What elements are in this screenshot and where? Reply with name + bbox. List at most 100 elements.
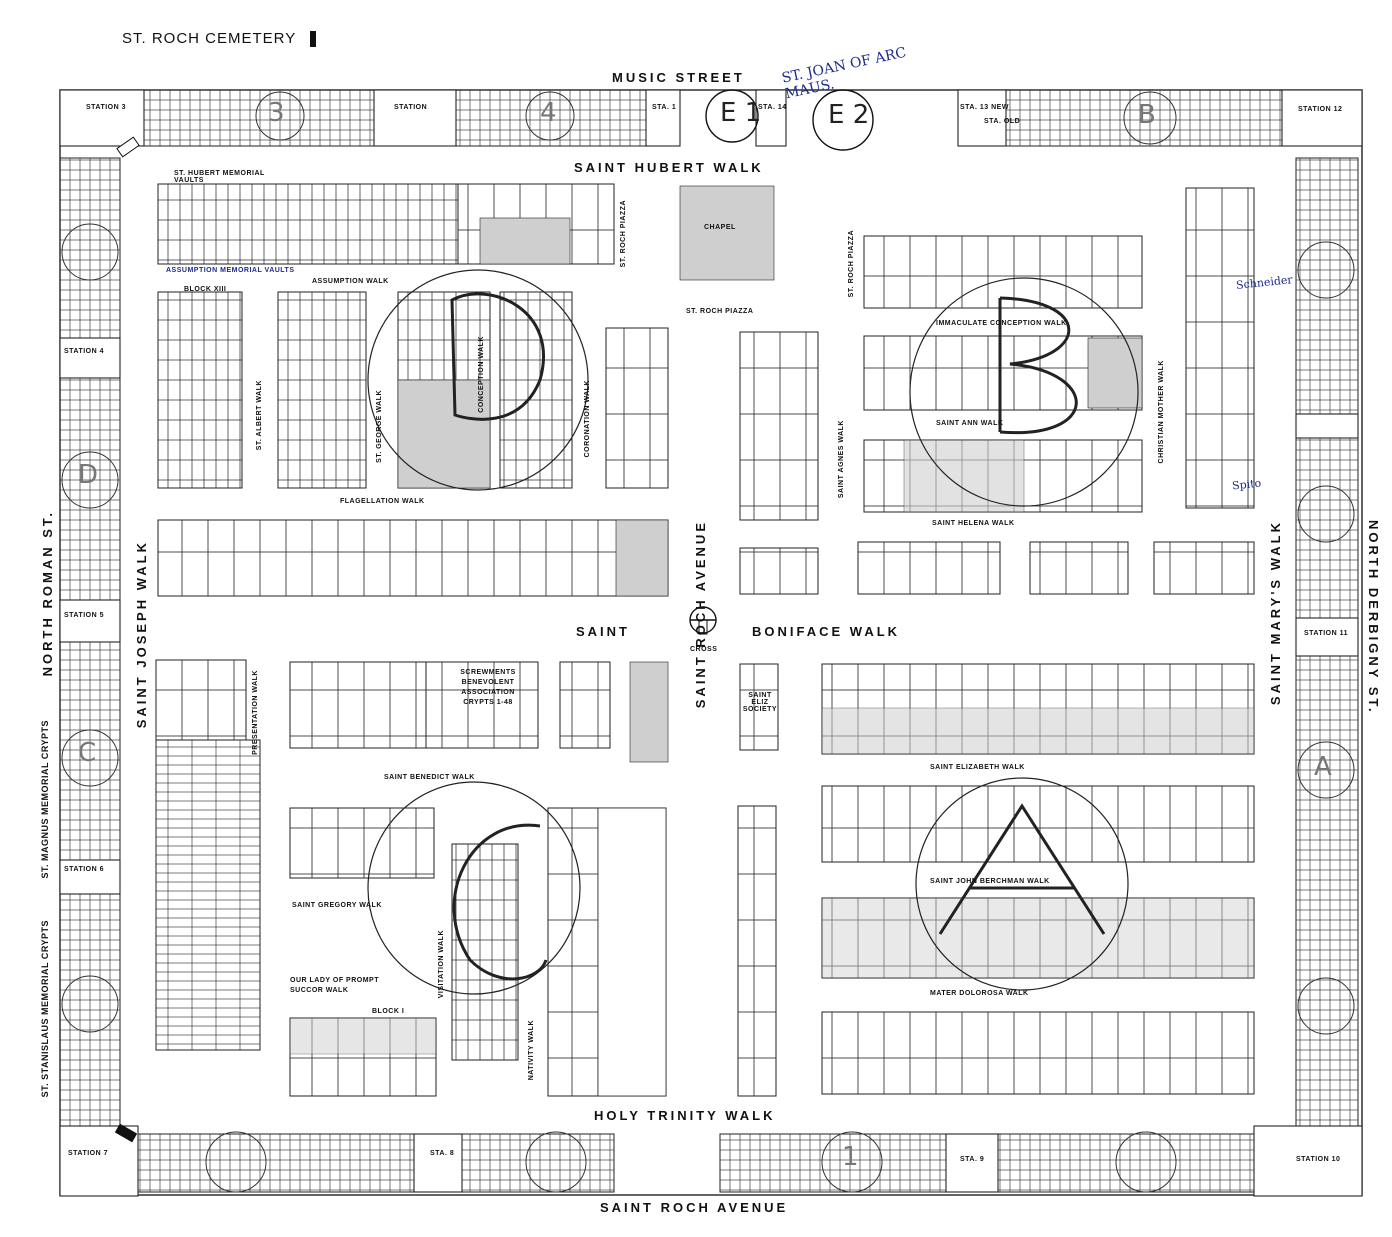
marker-circle-east-2 [1297, 485, 1355, 543]
saint-elizabeth-walk-label: SAINT ELIZABETH WALK [930, 764, 1025, 771]
marker-e2: E 2 [828, 100, 870, 130]
flagellation-walk-label: FLAGELLATION WALK [340, 498, 425, 505]
conception-walk-label: CONCEPTION WALK [478, 336, 485, 413]
marker-circle-south-3 [821, 1131, 883, 1193]
chapel-building [679, 185, 775, 281]
saint-marys-walk-label: SAINT MARY'S WALK [1268, 520, 1283, 706]
assumption-vaults-label: ASSUMPTION MEMORIAL VAULTS [166, 267, 295, 274]
st-albert-walk-label: ST. ALBERT WALK [256, 380, 263, 451]
elizabeth-society-label: SAINT ELIZ SOCIETY [742, 692, 778, 713]
station-6-label: STATION 6 [64, 866, 105, 873]
block-center-2 [739, 547, 819, 595]
station-14-label: STA. 14 [758, 104, 787, 111]
station-4-label: STATION 4 [64, 348, 105, 355]
marker-circle-east-3 [1297, 741, 1355, 799]
station-old-label: STA. OLD [984, 118, 1021, 125]
north-wall-vaults-3 [1005, 89, 1283, 147]
north-derbigny-street-label: NORTH DERBIGNY ST. [1366, 520, 1381, 715]
block-joseph-north [155, 659, 247, 741]
marker-circle-south-1 [205, 1131, 267, 1193]
station-10-label: STATION 10 [1296, 1156, 1341, 1163]
christian-mother-walk-label: CHRISTIAN MOTHER WALK [1158, 360, 1165, 464]
assumption-walk-label: ASSUMPTION WALK [312, 278, 389, 285]
letter-d-stroke [450, 292, 545, 421]
block-xii [277, 291, 367, 489]
marker-4: 4 [540, 98, 557, 128]
title-bar-mark [310, 31, 317, 48]
block-small-b [629, 661, 669, 763]
saint-benedict-walk-label: SAINT BENEDICT WALK [384, 774, 475, 781]
nativity-walk-label: NATIVITY WALK [528, 1020, 535, 1081]
block-flagellation-south [157, 519, 669, 597]
station-8-block [413, 1133, 463, 1193]
section-circle-d [367, 269, 589, 491]
marker-b-north: B [1138, 100, 1156, 130]
block-dolorosa [821, 1011, 1255, 1095]
block-elizabeth-society [739, 663, 779, 751]
letter-a-stroke [938, 803, 1106, 935]
presentation-walk-label: PRESENTATION WALK [252, 670, 259, 755]
station-8-label: STA. 8 [430, 1150, 455, 1157]
st-roch-piazza-label: ST. ROCH PIAZZA [686, 308, 754, 315]
station-5-block [59, 599, 121, 643]
shaded-george [397, 379, 491, 489]
marker-circle-b-north [1123, 91, 1177, 145]
saint-helena-walk-label: SAINT HELENA WALK [932, 520, 1015, 527]
coronation-walk-label: CORONATION WALK [584, 380, 591, 458]
block-berchman-north [821, 785, 1255, 863]
block-xiii [157, 291, 243, 489]
st-stanislaus-crypts-label: ST. STANISLAUS MEMORIAL CRYPTS [40, 920, 50, 1098]
station-9-block [945, 1133, 999, 1193]
station-11-block [1295, 617, 1359, 657]
south-wall-vaults-1 [137, 1133, 415, 1193]
block-nativity-names [597, 807, 667, 1097]
marker-circle-south-2 [525, 1131, 587, 1193]
section-circle-b [909, 277, 1139, 507]
st-george-walk-label: ST. GEORGE WALK [376, 390, 383, 463]
saint-agnes-walk-label: SAINT AGNES WALK [838, 420, 845, 499]
station-5-label: STATION 5 [64, 612, 105, 619]
station-2-label: STATION [394, 104, 428, 111]
st-roch-piazza-vertical-1: ST. ROCH PIAZZA [620, 200, 627, 268]
east-wall-vaults-2 [1295, 437, 1359, 619]
station-7-label: STATION 7 [68, 1150, 109, 1157]
block-benedict-north [289, 661, 427, 749]
station-10-block [1253, 1125, 1363, 1197]
saint-boniface-walk-right: BONIFACE WALK [752, 624, 901, 639]
saint-boniface-walk-left: SAINT [576, 624, 630, 639]
marker-circle-west-2 [61, 451, 119, 509]
station-14-block [755, 89, 787, 147]
marker-circle-east-1 [1297, 241, 1355, 299]
shaded-crypts-1 [479, 217, 571, 265]
chapel-label: CHAPEL [704, 224, 736, 231]
saint-roch-avenue-center-label: SAINT ROCH AVENUE [693, 520, 708, 709]
section-circle-a [915, 777, 1129, 991]
block-visitation [451, 843, 519, 1061]
marker-c-west: C [78, 738, 97, 768]
station-13-label: STA. 13 NEW [960, 104, 1009, 111]
visitation-walk-label: VISITATION WALK [438, 930, 445, 999]
shaded-ann [903, 439, 1025, 513]
block-small-a [559, 661, 611, 749]
station-2-block [373, 89, 457, 147]
station-9-label: STA. 9 [960, 1156, 985, 1163]
marker-circle-south-4 [1115, 1131, 1177, 1193]
station-1-block [645, 89, 681, 147]
station-11-label: STATION 11 [1304, 630, 1349, 637]
holy-trinity-walk-label: HOLY TRINITY WALK [594, 1108, 776, 1123]
st-roch-piazza-vertical-2: ST. ROCH PIAZZA [848, 230, 855, 298]
station-1-label: STA. 1 [652, 104, 677, 111]
north-wall-vaults-1 [143, 89, 375, 147]
block-piazza-east [863, 235, 1143, 309]
shaded-elizabeth [821, 707, 1255, 755]
station-12-label: STATION 12 [1298, 106, 1343, 113]
shaded-block-i [289, 1017, 437, 1055]
mater-dolorosa-walk-label: MATER DOLOROSA WALK [930, 990, 1029, 997]
station-12-block [1281, 89, 1363, 147]
marker-circle-4 [525, 91, 575, 141]
cross-label: CROSS [690, 646, 718, 653]
prompt-succor-walk-label: OUR LADY OF PROMPT SUCCOR WALK [290, 977, 379, 994]
station-13-block [957, 89, 1007, 147]
shaded-immaculate [1087, 337, 1143, 409]
